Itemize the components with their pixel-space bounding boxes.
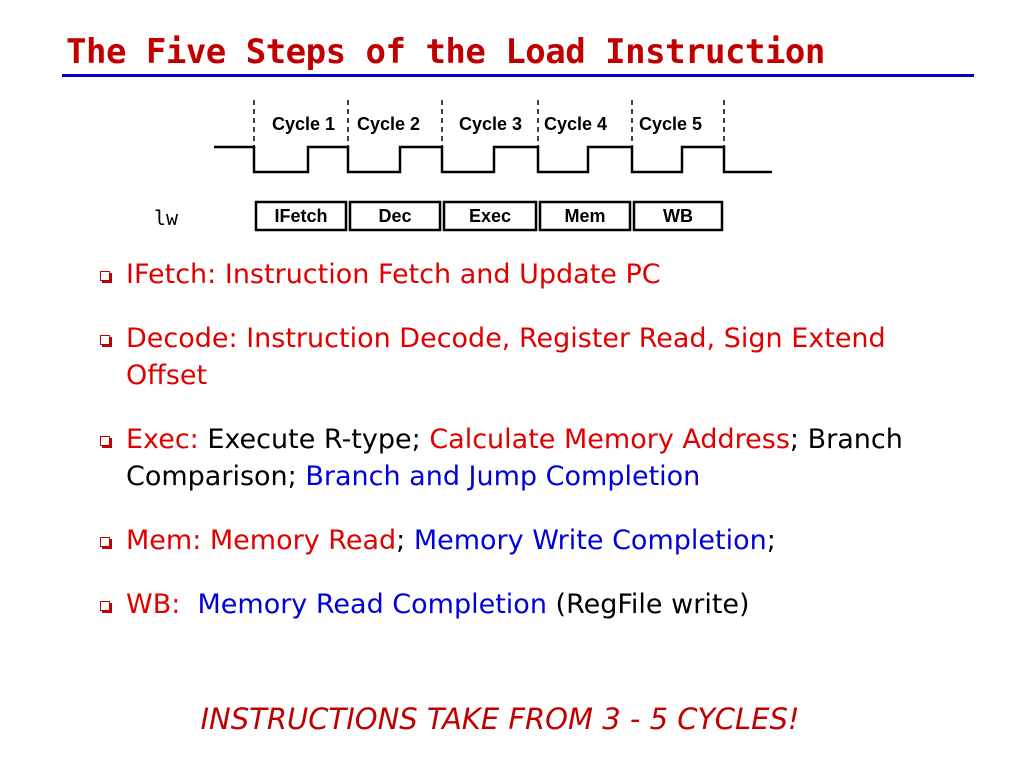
bullet-text: (RegFile write) bbox=[546, 589, 750, 620]
bullet-term: Mem: bbox=[126, 525, 210, 556]
bullet-text: Calculate Memory Address bbox=[429, 424, 790, 455]
cycle-label: Cycle 3 bbox=[459, 114, 522, 134]
bullet-text: Memory Read Completion bbox=[197, 589, 547, 620]
bullet-item-decode: Decode: Instruction Decode, Register Rea… bbox=[96, 320, 956, 394]
stage-box-ifetch bbox=[254, 200, 348, 232]
footer-note: INSTRUCTIONS TAKE FROM 3 - 5 CYCLES! bbox=[200, 702, 800, 736]
bullet-text: Memory Read bbox=[209, 525, 397, 556]
stage-label: WB bbox=[663, 206, 693, 226]
instruction-label: lw bbox=[154, 206, 179, 230]
slide-title: The Five Steps of the Load Instruction bbox=[66, 32, 825, 72]
bullet-text: ; Branch Comparison; bbox=[126, 424, 903, 492]
bullet-text: Execute R-type; bbox=[207, 424, 430, 455]
stage-labels: IFetch Dec Exec Mem WB bbox=[274, 206, 693, 226]
bullet-item-wb: WB: Memory Read Completion (RegFile writ… bbox=[96, 586, 956, 623]
bullet-term: WB: bbox=[126, 589, 198, 620]
bullet-item-mem: Mem: Memory Read; Memory Write Completio… bbox=[96, 522, 956, 559]
stage-label: Dec bbox=[378, 206, 411, 226]
stage-box-dec bbox=[348, 200, 442, 232]
bullet-text: Instruction Decode, Register Read, Sign … bbox=[126, 323, 886, 391]
bullet-text: ; bbox=[396, 525, 414, 556]
stage-boxes bbox=[254, 200, 724, 232]
bullet-item-ifetch: IFetch: Instruction Fetch and Update PC bbox=[96, 256, 956, 293]
stage-label: IFetch bbox=[274, 206, 327, 226]
bullet-box-icon bbox=[100, 271, 110, 281]
stage-label: Exec bbox=[469, 206, 511, 226]
stage-box-exec bbox=[442, 200, 538, 232]
bullet-text: ; bbox=[766, 525, 776, 556]
cycle-label: Cycle 4 bbox=[544, 114, 607, 134]
bullet-box-icon bbox=[100, 601, 110, 611]
cycle-dividers bbox=[253, 100, 725, 147]
stage-box-wb bbox=[632, 200, 724, 232]
bullet-term: Decode: bbox=[126, 323, 247, 354]
bullet-text: Instruction Fetch and Update PC bbox=[224, 259, 661, 290]
cycle-label: Cycle 2 bbox=[357, 114, 420, 134]
bullet-item-exec: Exec: Execute R-type; Calculate Memory A… bbox=[96, 421, 956, 495]
bullet-text: Branch and Jump Completion bbox=[305, 461, 701, 492]
bullet-box-icon bbox=[100, 335, 110, 345]
bullet-term: Exec: bbox=[126, 424, 208, 455]
bullet-list: IFetch: Instruction Fetch and Update PC … bbox=[96, 256, 956, 650]
cycle-labels: Cycle 1 Cycle 2 Cycle 3 Cycle 4 Cycle 5 bbox=[272, 114, 702, 134]
bullet-box-icon bbox=[100, 537, 110, 547]
cycle-label: Cycle 1 bbox=[272, 114, 335, 134]
stage-label: Mem bbox=[564, 206, 605, 226]
stage-box-mem bbox=[538, 200, 632, 232]
cycle-label: Cycle 5 bbox=[639, 114, 702, 134]
title-underline bbox=[62, 74, 974, 77]
bullet-box-icon bbox=[100, 436, 110, 446]
bullet-term: IFetch: bbox=[126, 259, 225, 290]
bullet-text: Memory Write Completion bbox=[413, 525, 767, 556]
clock-signal bbox=[214, 145, 772, 174]
